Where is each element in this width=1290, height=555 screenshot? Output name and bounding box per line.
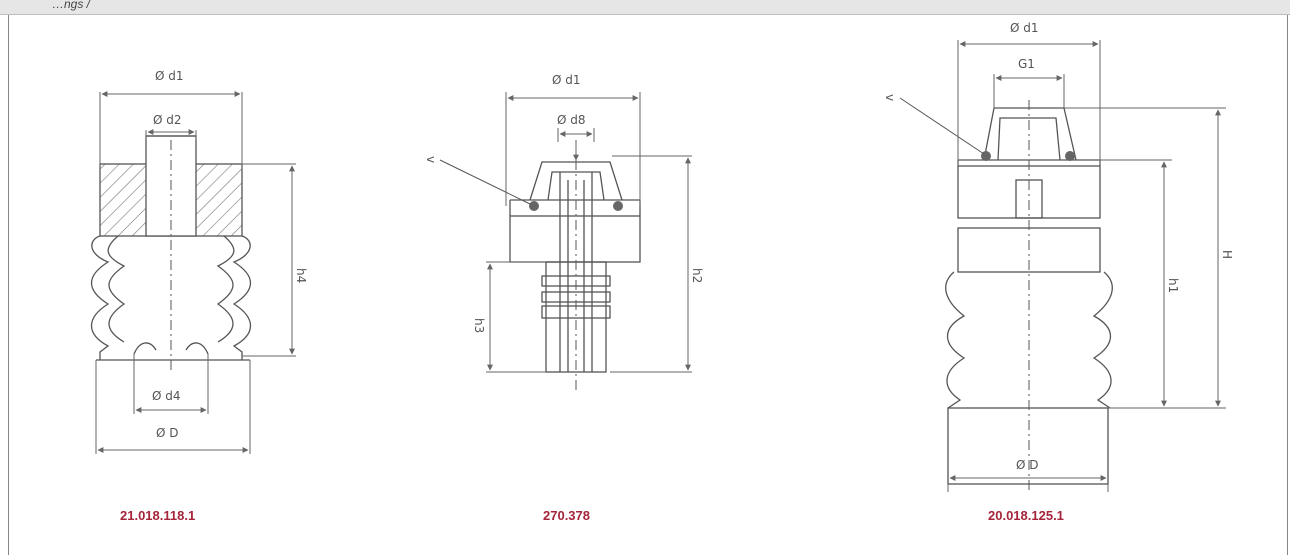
label-d1: Ø d1 [552,73,581,87]
label-v: v [424,156,438,163]
part-code-1[interactable]: 21.018.118.1 [120,508,196,523]
drawing-21-018-118-1 [91,91,296,454]
label-g1: G1 [1018,57,1035,71]
label-d1: Ø d1 [155,69,184,83]
part-code-2[interactable]: 270.378 [543,508,590,523]
label-h1: h1 [1166,278,1180,293]
page-frame [8,15,1288,555]
label-d8: Ø d8 [557,113,586,127]
label-d2: Ø d2 [153,113,182,127]
label-H: H [1220,250,1234,259]
label-h2: h2 [690,268,704,283]
drawing-20-018-125-1 [899,40,1226,492]
drawing-270-378 [439,92,692,390]
part-code-3[interactable]: 20.018.125.1 [988,508,1064,523]
header-caption: …ngs / [52,0,91,11]
label-h4: h4 [294,268,308,283]
top-toolbar: …ngs / [0,0,1290,15]
label-D: Ø D [1016,458,1039,472]
label-D: Ø D [156,426,179,440]
label-h3: h3 [472,318,486,333]
technical-drawings: Ø d1 Ø d2 h4 Ø d4 Ø D [91,21,1234,492]
label-d1: Ø d1 [1010,21,1039,35]
label-v: v [883,94,897,101]
label-d4: Ø d4 [152,389,181,403]
